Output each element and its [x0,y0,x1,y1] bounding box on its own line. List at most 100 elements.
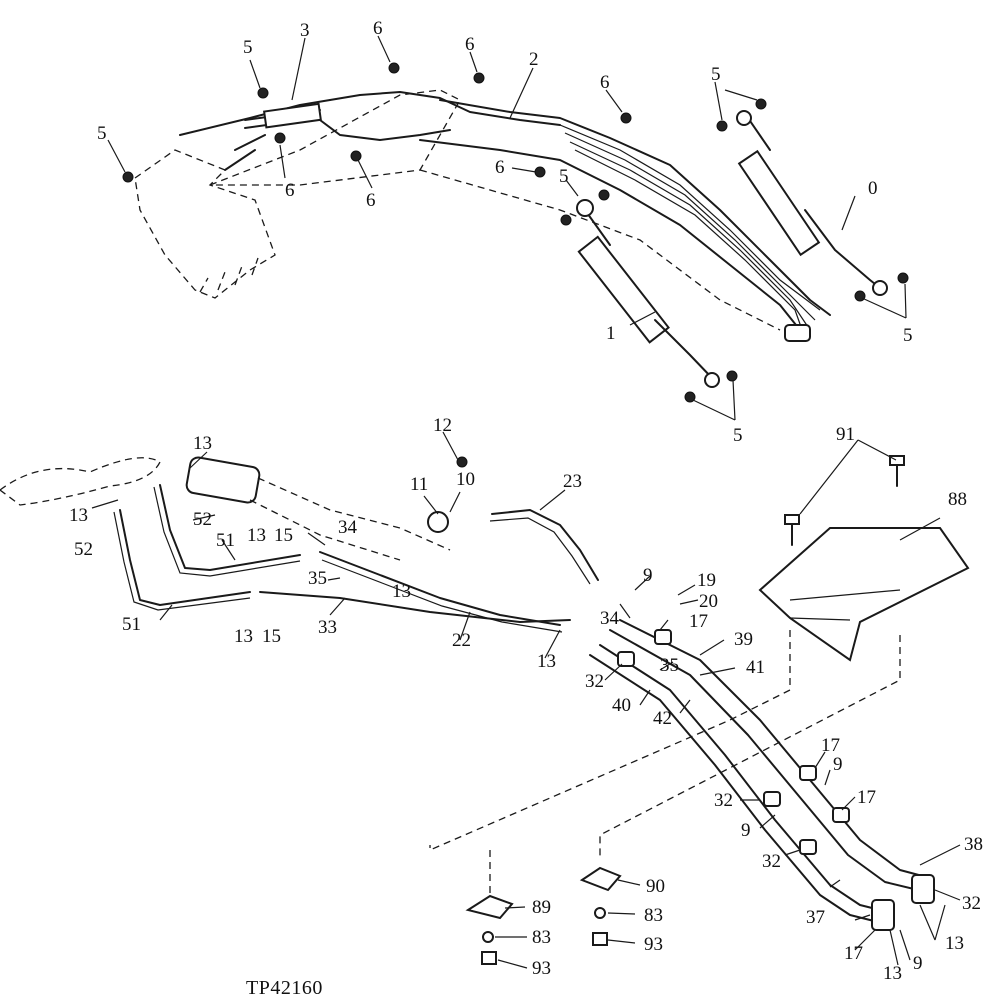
boom-hose-d [574,149,806,339]
washer-83-icon [482,931,494,943]
pipe-42 [589,654,879,923]
guard-plate-88 [758,527,970,662]
callout-35: 35 [308,568,327,589]
nut-icon [350,150,362,162]
clamp-32-icon [763,791,781,807]
clamp-17-icon [799,765,817,781]
callout-93: 93 [532,958,551,979]
boom-hose-c [569,141,811,331]
callout-38: 38 [964,834,983,855]
callout-13: 13 [392,581,411,602]
callout-17: 17 [689,611,708,632]
bucket-outline [134,149,276,299]
callout-11: 11 [410,474,428,495]
nut-icon [726,370,738,382]
callout-17: 17 [844,943,863,964]
pipe-33 [259,591,571,623]
bucket-cylinder-body [263,102,322,129]
callout-5: 5 [733,425,743,446]
callout-93: 93 [644,934,663,955]
callout-6: 6 [465,34,475,55]
nut-icon [473,72,485,84]
callout-22: 22 [452,630,471,651]
figure-id: TP42160 [246,977,323,999]
callout-83: 83 [644,905,663,926]
callout-41: 41 [746,657,765,678]
callout-6: 6 [366,190,376,211]
callout-15: 15 [274,525,293,546]
callout-12: 12 [433,415,452,436]
nut-icon [716,120,728,132]
nut-icon [122,171,134,183]
nut-icon [257,87,269,99]
end-fitting-icon [911,874,935,904]
hose-52-right-inner [153,486,301,577]
fitting-12-icon [456,456,468,468]
callout-83: 83 [532,927,551,948]
pipe-22-lower [321,559,563,633]
callout-35: 35 [660,655,679,676]
callout-51: 51 [122,614,141,635]
nut-icon [684,391,696,403]
nut-icon [854,290,866,302]
callout-20: 20 [699,591,718,612]
boom-fitting [784,324,811,342]
callout-23: 23 [563,471,582,492]
callout-32: 32 [962,893,981,914]
callout-labels: 0 1 2 3 5 5 5 5 5 5 6 6 6 6 6 6 12 11 10… [69,18,983,984]
arm-hose-lower [319,119,451,141]
callout-1: 1 [606,323,616,344]
clamp-17-icon [832,807,850,823]
callout-5: 5 [559,166,569,187]
clamp-32-icon [617,651,635,667]
callout-3: 3 [300,20,310,41]
callout-13: 13 [537,651,556,672]
pipe-22 [319,551,561,626]
callout-34: 34 [338,517,358,538]
callout-17: 17 [821,735,840,756]
hose-52-left-inner [113,511,251,611]
bucket-teeth [199,257,259,293]
arm-cylinder-dashed [185,456,261,504]
callout-40: 40 [612,695,631,716]
callout-15: 15 [262,626,281,647]
bolt-91-head [889,455,905,466]
bucket-link-bar [224,134,266,171]
callout-32: 32 [585,671,604,692]
guard-plate-88-edge [789,589,901,621]
callout-88: 88 [948,489,967,510]
callout-13: 13 [945,933,964,954]
callout-5: 5 [903,325,913,346]
pipe-40 [599,644,889,913]
upper-assembly [107,35,909,421]
nut-icon [560,214,572,226]
clamp-32-icon [799,839,817,855]
callout-9: 9 [643,565,653,586]
arm-outline [209,89,461,186]
callout-10: 10 [456,469,475,490]
boom-dashed-outline [419,169,781,331]
callout-32: 32 [714,790,733,811]
callout-5: 5 [711,64,721,85]
callout-6: 6 [495,157,505,178]
nut-icon [897,272,909,284]
nut-icon [755,98,767,110]
hose-23-inner [489,517,591,585]
boom-hose-a [559,124,821,311]
callout-13: 13 [883,963,902,984]
nut-icon [534,166,546,178]
nut-icon [388,62,400,74]
callout-33: 33 [318,617,337,638]
washer-83-icon [594,907,606,919]
callout-34: 34 [600,608,620,629]
lower-assembly [0,431,970,969]
boom-lower-edge [419,139,801,331]
nut-icon [620,112,632,124]
callout-0: 0 [868,178,878,199]
hose-52-right [159,484,301,571]
callout-5: 5 [243,37,253,58]
callout-19: 19 [697,570,716,591]
leader-lines-top [107,35,907,421]
pipe-41 [609,629,919,891]
callout-13: 13 [193,433,212,454]
